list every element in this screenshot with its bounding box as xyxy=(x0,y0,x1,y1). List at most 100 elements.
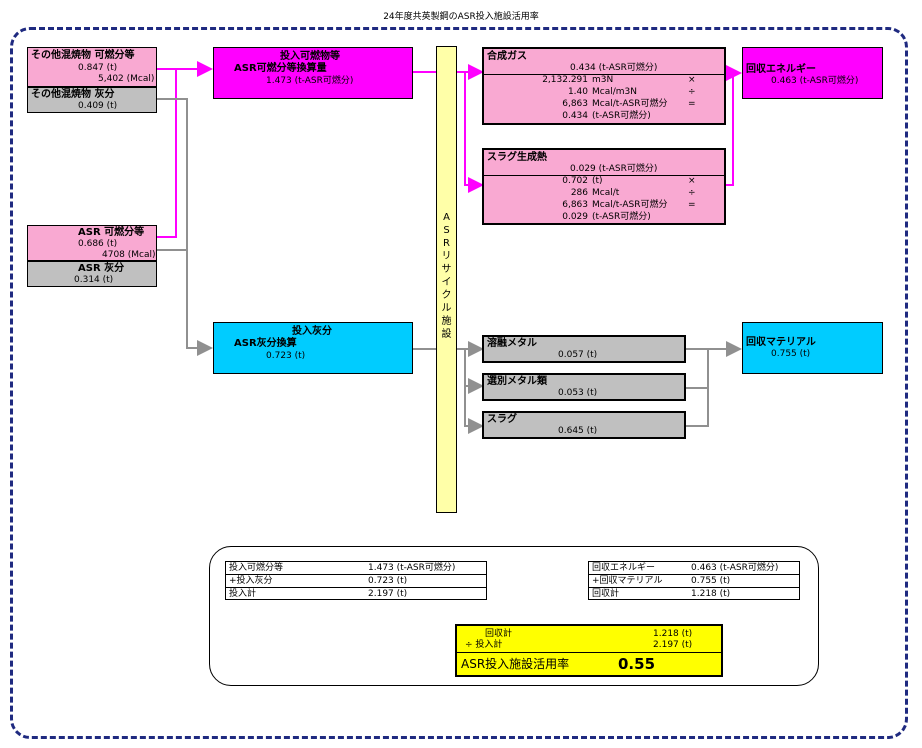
asr-combustible-arrow xyxy=(157,69,177,238)
result-input-label: ÷ 投入計 xyxy=(465,640,503,650)
input-ash-value: 0.723 (t) xyxy=(266,351,306,361)
input-ash-subtitle: ASR灰分換算 xyxy=(234,338,297,349)
input-combustible-title: 投入可燃物等 xyxy=(280,51,340,62)
slag-row1-num: 0.702 xyxy=(562,176,588,186)
slag-heat-box: スラグ生成熱 0.029 (t-ASR可燃分) 0.702 (t) × 286 … xyxy=(482,148,726,225)
mixed-combustible-t: 0.847 (t) xyxy=(78,63,118,73)
mixed-combustible-box: その他混焼物 可燃分等 0.847 (t) 5,402 (Mcal) xyxy=(27,47,157,87)
summary-recovery-row: +回収マテリアル 0.755 (t) xyxy=(589,575,799,588)
summary-input-row: 投入可燃分等 1.473 (t-ASR可燃分) xyxy=(226,562,486,575)
asr-ash-box: ASR 灰分 0.314 (t) xyxy=(27,261,157,287)
mixed-combustible-label: その他混焼物 可燃分等 xyxy=(31,50,135,61)
recovered-material-box: 回収マテリアル 0.755 (t) xyxy=(742,322,883,374)
gas-row3-op: = xyxy=(688,99,696,109)
summary-recovery-value: 1.218 (t) xyxy=(691,589,731,599)
slag-row3-num: 6,863 xyxy=(562,200,588,210)
mixed-ash-t: 0.409 (t) xyxy=(78,101,118,111)
molten-metal-label: 溶融メタル xyxy=(487,338,537,349)
gas-row3-unit: Mcal/t-ASR可燃分 xyxy=(592,99,668,109)
gas-row1-op: × xyxy=(688,75,696,85)
gas-row2-op: ÷ xyxy=(688,87,696,97)
asr-ash-label: ASR 灰分 xyxy=(78,263,125,274)
utilization-rate-value: 0.55 xyxy=(618,655,656,673)
summary-recovery-value: 0.755 (t) xyxy=(691,576,731,586)
slag-row1-unit: (t) xyxy=(592,176,603,186)
sorted-metal-box: 選別メタル類 0.053 (t) xyxy=(482,373,686,401)
slag-row3-op: = xyxy=(688,200,696,210)
slag-heat-label: スラグ生成熱 xyxy=(487,152,547,163)
facility-label: ASRリサイクル施設 xyxy=(441,212,452,340)
summary-recovery-row: 回収計 1.218 (t) xyxy=(589,588,799,600)
input-combustible-subtitle: ASR可燃分等換算量 xyxy=(234,63,327,74)
slag-row4-num: 0.029 xyxy=(562,212,588,222)
slag-value: 0.645 (t) xyxy=(558,426,598,436)
mixed-ash-box: その他混焼物 灰分 0.409 (t) xyxy=(27,87,157,113)
summary-input-label: +投入灰分 xyxy=(229,576,273,586)
sorted-metal-value: 0.053 (t) xyxy=(558,388,598,398)
summary-input-value: 2.197 (t) xyxy=(368,589,408,599)
sorted-to-material xyxy=(686,349,709,389)
gas-row4-unit: (t-ASR可燃分) xyxy=(592,111,651,121)
result-recovered-label: 回収計 xyxy=(485,629,513,639)
asr-recycle-facility: ASRリサイクル施設 xyxy=(436,46,457,513)
facility-to-slag-heat xyxy=(464,72,484,193)
input-combustible-value: 1.473 (t-ASR可燃分) xyxy=(266,76,354,86)
asr-ash-t: 0.314 (t) xyxy=(74,275,114,285)
gas-row4-num: 0.434 xyxy=(562,111,588,121)
mixed-ash-label: その他混焼物 灰分 xyxy=(31,89,115,100)
summary-input-table: 投入可燃分等 1.473 (t-ASR可燃分) +投入灰分 0.723 (t) … xyxy=(225,561,487,600)
slag-row2-op: ÷ xyxy=(688,188,696,198)
slag-label: スラグ xyxy=(487,414,517,425)
outer-dashed-frame xyxy=(10,27,908,739)
asr-ash-arrow xyxy=(157,249,213,356)
asr-combustible-mcal: 4708 (Mcal) xyxy=(102,250,156,260)
synthesis-gas-divider xyxy=(484,74,724,75)
result-input-value: 2.197 (t) xyxy=(653,640,693,650)
summary-input-value: 1.473 (t-ASR可燃分) xyxy=(368,563,456,573)
slag-box: スラグ 0.645 (t) xyxy=(482,411,686,439)
summary-recovery-label: 回収計 xyxy=(592,589,620,599)
sorted-metal-label: 選別メタル類 xyxy=(487,376,547,387)
summary-recovery-label: +回収マテリアル xyxy=(592,576,663,586)
gas-row3-num: 6,863 xyxy=(562,99,588,109)
facility-to-slag xyxy=(464,386,484,434)
slag-heat-divider xyxy=(484,175,724,176)
recovered-energy-label: 回収エネルギー xyxy=(746,64,816,75)
synthesis-gas-value: 0.434 (t-ASR可燃分) xyxy=(570,63,658,73)
gas-row1-unit: m3N xyxy=(592,75,614,85)
input-ash-title: 投入灰分 xyxy=(292,326,332,337)
summary-input-row: 投入計 2.197 (t) xyxy=(226,588,486,600)
summary-input-label: 投入可燃分等 xyxy=(229,563,284,573)
slag-to-material xyxy=(686,388,709,427)
molten-metal-box: 溶融メタル 0.057 (t) xyxy=(482,335,686,363)
summary-recovery-row: 回収エネルギー 0.463 (t-ASR可燃分) xyxy=(589,562,799,575)
gas-row1-num: 2,132.291 xyxy=(542,75,588,85)
molten-metal-value: 0.057 (t) xyxy=(558,350,598,360)
result-recovered-value: 1.218 (t) xyxy=(653,629,693,639)
slag-row3-unit: Mcal/t-ASR可燃分 xyxy=(592,200,668,210)
summary-recovery-label: 回収エネルギー xyxy=(592,563,656,573)
summary-recovery-value: 0.463 (t-ASR可燃分) xyxy=(691,563,779,573)
slag-heat-value: 0.029 (t-ASR可燃分) xyxy=(570,164,658,174)
input-combustible-box: 投入可燃物等 ASR可燃分等換算量 1.473 (t-ASR可燃分) xyxy=(213,47,413,99)
asr-combustible-label: ASR 可燃分等 xyxy=(78,227,145,238)
diagram-title: 24年度共英製鋼のASR投入施設活用率 xyxy=(383,12,539,22)
recovered-material-value: 0.755 (t) xyxy=(771,349,811,359)
slag-heat-to-energy xyxy=(726,73,734,186)
slag-row1-op: × xyxy=(688,176,696,186)
summary-input-label: 投入計 xyxy=(229,589,257,599)
asr-combustible-t: 0.686 (t) xyxy=(78,239,118,249)
input-ash-box: 投入灰分 ASR灰分換算 0.723 (t) xyxy=(213,322,413,374)
mixed-combustible-mcal: 5,402 (Mcal) xyxy=(98,74,155,84)
slag-row4-unit: (t-ASR可燃分) xyxy=(592,212,651,222)
utilization-result-box: 回収計 1.218 (t) ÷ 投入計 2.197 (t) ASR投入施設活用率… xyxy=(455,624,723,677)
utilization-rate-label: ASR投入施設活用率 xyxy=(461,657,570,671)
asr-combustible-box: ASR 可燃分等 0.686 (t) 4708 (Mcal) xyxy=(27,225,157,261)
synthesis-gas-box: 合成ガス 0.434 (t-ASR可燃分) 2,132.291 m3N × 1.… xyxy=(482,47,726,125)
slag-row2-num: 286 xyxy=(570,188,588,198)
gas-row2-num: 1.40 xyxy=(567,87,588,97)
summary-input-row: +投入灰分 0.723 (t) xyxy=(226,575,486,588)
recovered-energy-box: 回収エネルギー 0.463 (t-ASR可燃分) xyxy=(742,47,883,99)
recovered-energy-value: 0.463 (t-ASR可燃分) xyxy=(771,76,859,86)
